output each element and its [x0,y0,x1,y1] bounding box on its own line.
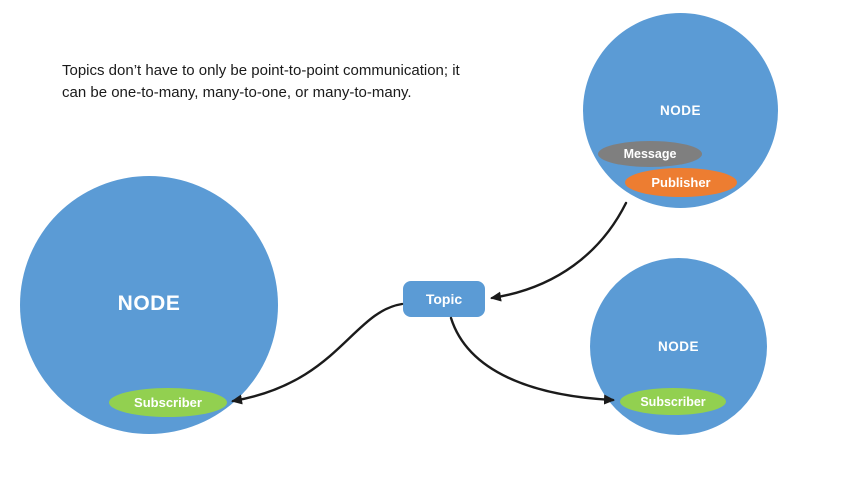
arrow-publisher-to-topic [490,201,628,302]
message-label: Message [623,147,677,161]
message-badge: Message [598,141,702,167]
topic-box: Topic [403,281,485,317]
subscriber-left-label: Subscriber [134,395,202,410]
subscriber-badge-left: Subscriber [109,388,227,417]
caption-line-1: Topics don’t have to only be point-to-po… [62,62,460,79]
caption: Topics don’t have to only be point-to-po… [62,60,460,104]
publisher-label: Publisher [651,175,711,190]
subscriber-right-label: Subscriber [640,394,706,409]
node-bottom-right-label: NODE [657,339,699,354]
node-top-right-label: NODE [659,103,701,118]
publisher-badge: Publisher [625,168,737,197]
caption-line-2: can be one-to-many, many-to-one, or many… [62,84,412,101]
arrow-topic-to-right-subscriber [449,316,615,405]
node-left-label: NODE [117,292,181,315]
topic-label: Topic [425,291,463,307]
subscriber-badge-right: Subscriber [620,388,726,415]
